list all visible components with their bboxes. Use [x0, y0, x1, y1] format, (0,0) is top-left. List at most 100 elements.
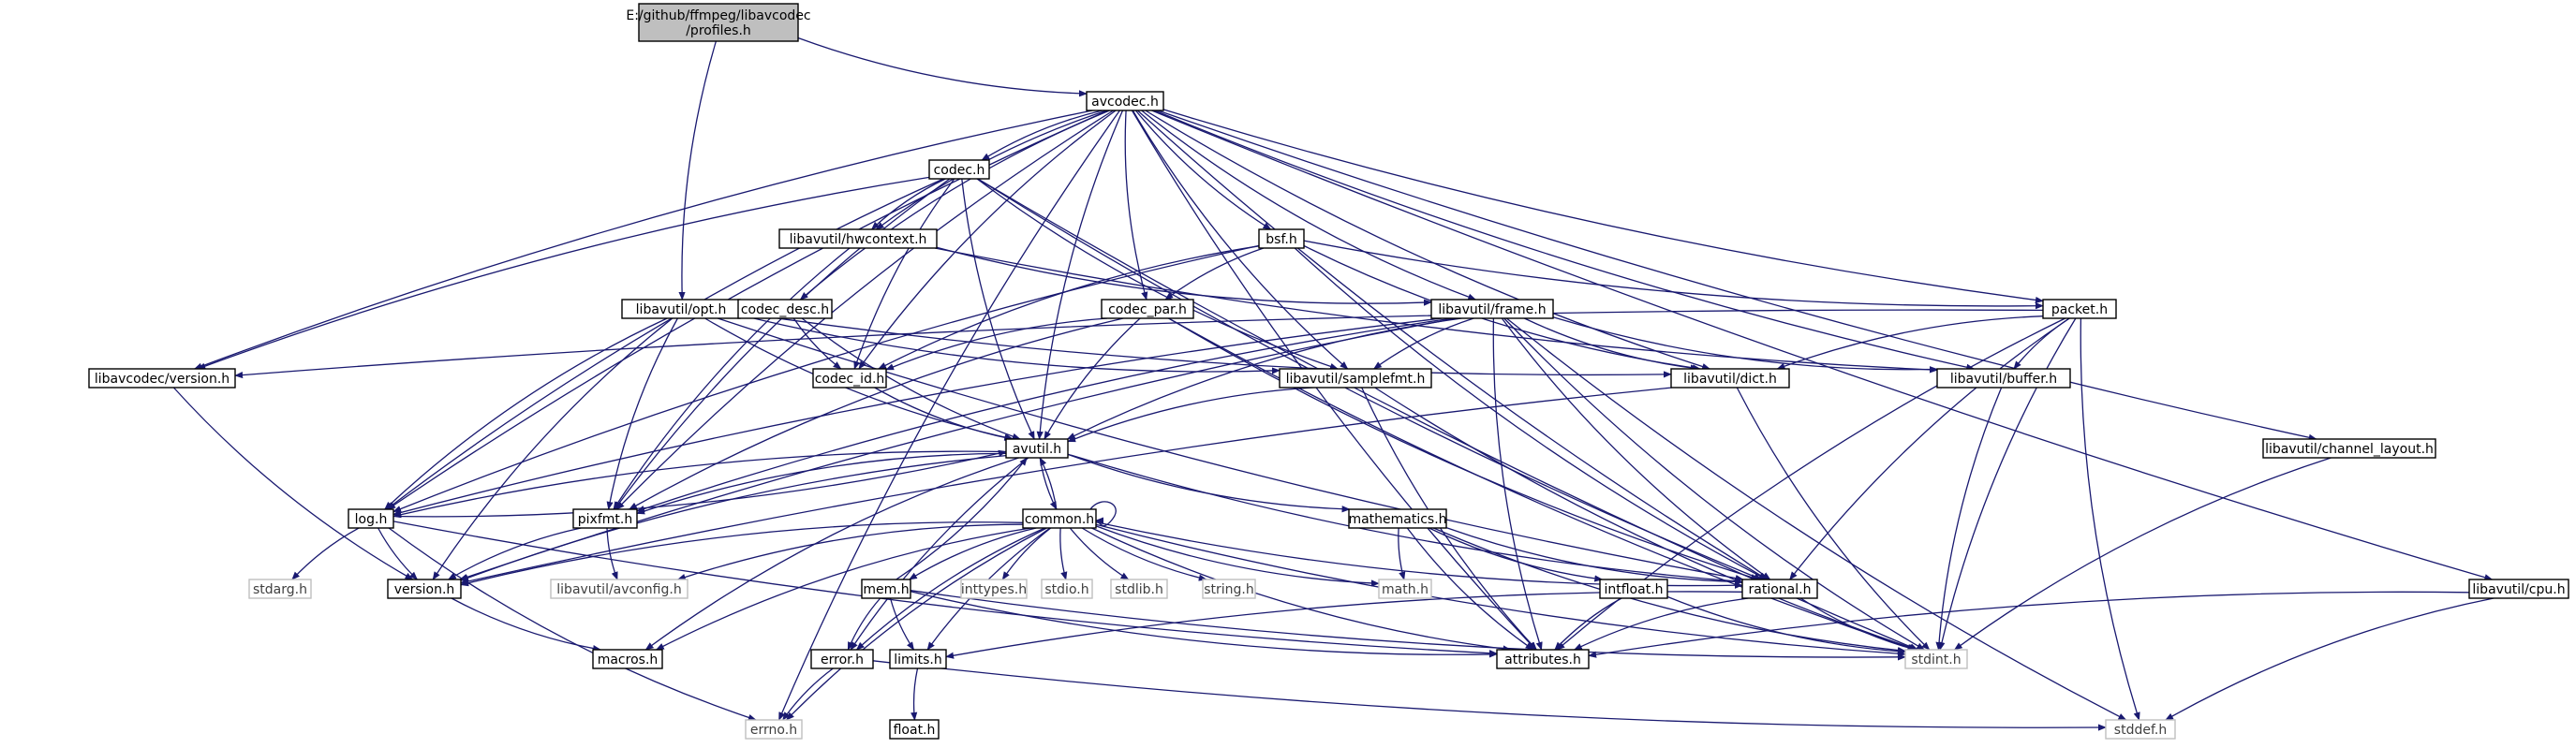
edge-buffer-to-stdint [1935, 387, 2003, 651]
edge-packet-to-stdint [1938, 317, 2077, 651]
node-math: math.h [1378, 579, 1432, 599]
node-opt[interactable]: libavutil/opt.h [621, 299, 741, 319]
node-version[interactable]: version.h [387, 579, 462, 599]
node-stdint: stdint.h [1904, 649, 1968, 669]
node-macros[interactable]: macros.h [592, 649, 663, 669]
node-hwcontext[interactable]: libavutil/hwcontext.h [778, 228, 938, 249]
edge-lvc_version-to-version [172, 387, 414, 580]
node-dict[interactable]: libavutil/dict.h [1670, 368, 1790, 389]
node-box [928, 159, 990, 180]
node-cpu[interactable]: libavutil/cpu.h [2468, 579, 2569, 599]
node-label: mem.h [863, 582, 909, 597]
node-box [889, 719, 940, 740]
edge-hwcontext-to-frame [936, 246, 1432, 306]
node-lvc-version[interactable]: libavcodec/version.h [88, 368, 236, 389]
edge-cpu-to-attributes [1588, 591, 2470, 658]
node-common[interactable]: common.h [1022, 508, 1097, 529]
edge-avutil-to-error [850, 457, 1029, 651]
edge-pixfmt-to-version [447, 527, 582, 580]
node-label: libavutil/hwcontext.h [790, 232, 927, 247]
node-label: libavutil/avconfig.h [556, 582, 681, 597]
node-label: limits.h [894, 653, 941, 667]
node-label: macros.h [598, 653, 659, 667]
node-label: mathematics.h [1348, 512, 1446, 527]
node-pixfmt[interactable]: pixfmt.h [572, 508, 638, 529]
node-channel-layout[interactable]: libavutil/channel_layout.h [2262, 438, 2436, 459]
edge-codec-to-hwcontext [870, 178, 946, 230]
node-label: E:/github/ffmpeg/libavcodec [626, 8, 810, 23]
edge-packet-to-rational [1789, 317, 2070, 580]
edge-cpu-to-stddef [2165, 597, 2495, 721]
edge-mathematics-to-stdint [1433, 527, 1906, 654]
node-log[interactable]: log.h [348, 508, 394, 529]
edge-codec-to-codec_id [853, 178, 955, 370]
node-label: libavutil/buffer.h [1950, 372, 2057, 387]
edge-intfloat-to-attributes [1554, 597, 1622, 651]
edge-error-to-stddef [872, 660, 2107, 731]
node-label: string.h [1204, 582, 1254, 597]
edge-frame-to-buffer [1552, 316, 1938, 374]
node-bsf[interactable]: bsf.h [1258, 228, 1305, 249]
node-codec-desc[interactable]: codec_desc.h [737, 299, 833, 319]
edge-mem-to-limits [889, 597, 915, 651]
node-rational[interactable]: rational.h [1741, 579, 1818, 599]
edge-log-to-attributes [392, 521, 1498, 657]
node-inttypes: inttypes.h [960, 579, 1028, 599]
edge-codec-to-pixfmt [614, 178, 951, 510]
node-box [550, 579, 688, 599]
node-label: libavutil/dict.h [1683, 372, 1777, 387]
node-box [2262, 438, 2436, 459]
edge-avcodec-to-samplefmt [1132, 110, 1349, 370]
node-avcodec[interactable]: avcodec.h [1086, 91, 1164, 111]
edge-common-to-mem [908, 527, 1037, 580]
node-codec-par[interactable]: codec_par.h [1101, 299, 1194, 319]
edge-avcodec-to-frame [1141, 110, 1477, 301]
edge-avcodec-to-avutil [1036, 110, 1124, 440]
edge-avutil-to-log [392, 450, 1007, 519]
node-box [387, 579, 462, 599]
node-mem[interactable]: mem.h [861, 579, 911, 599]
edge-bsf-to-codec_par [1164, 247, 1265, 301]
node-mathematics[interactable]: mathematics.h [1348, 508, 1447, 529]
node-label: codec_par.h [1108, 302, 1187, 317]
edge-common-to-inttypes [1001, 527, 1052, 580]
edge-codec_par-to-stdint [1168, 317, 1917, 651]
node-box [810, 649, 874, 669]
node-box [1430, 299, 1554, 319]
edge-error-to-errno [782, 667, 834, 721]
node-codec[interactable]: codec.h [928, 159, 990, 180]
node-frame[interactable]: libavutil/frame.h [1430, 299, 1554, 319]
node-label: math.h [1382, 582, 1429, 597]
edge-common-to-attributes [1091, 527, 1512, 653]
node-samplefmt[interactable]: libavutil/samplefmt.h [1279, 368, 1432, 389]
node-label: inttypes.h [961, 582, 1027, 597]
edge-frame-to-pixfmt [636, 317, 1453, 512]
edge-opt-to-dict [739, 312, 1672, 378]
node-label: errno.h [750, 723, 797, 738]
node-buffer[interactable]: libavutil/buffer.h [1936, 368, 2071, 389]
nodes: E:/github/ffmpeg/libavcodec/profiles.h av… [88, 3, 2569, 740]
edge-avcodec-to-codec_desc [799, 110, 1110, 301]
node-label: avcodec.h [1091, 95, 1159, 110]
node-codec-id[interactable]: codec_id.h [812, 368, 887, 389]
node-intfloat[interactable]: intfloat.h [1599, 579, 1668, 599]
node-profiles[interactable]: E:/github/ffmpeg/libavcodec/profiles.h [626, 3, 811, 42]
node-avconfig: libavutil/avconfig.h [550, 579, 688, 599]
node-attributes[interactable]: attributes.h [1496, 649, 1590, 669]
node-box [2105, 719, 2176, 740]
node-limits[interactable]: limits.h [889, 649, 947, 669]
edge-avutil-to-macros [644, 457, 1019, 651]
node-error[interactable]: error.h [810, 649, 874, 669]
edge-common-to-version [460, 521, 1024, 587]
edge-channel_layout-to-stdint [1953, 457, 2332, 651]
node-box [1005, 438, 1069, 459]
node-label: version.h [394, 582, 455, 597]
node-packet[interactable]: packet.h [2042, 299, 2117, 319]
edge-avcodec-to-codec_id [858, 110, 1117, 370]
edges [172, 37, 2495, 731]
node-float[interactable]: float.h [889, 719, 940, 740]
edge-opt-to-pixfmt [606, 317, 678, 510]
node-label: codec_id.h [815, 372, 885, 387]
edge-opt-to-samplefmt [739, 314, 1281, 374]
node-avutil[interactable]: avutil.h [1005, 438, 1069, 459]
